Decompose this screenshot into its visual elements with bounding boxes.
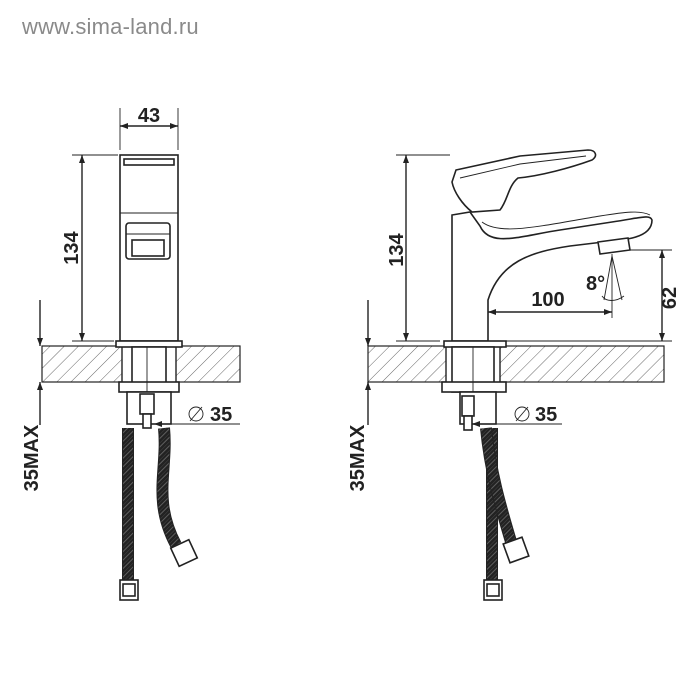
side-max-label: 35MAX bbox=[347, 424, 369, 491]
side-angle-label: 8° bbox=[586, 273, 605, 295]
side-faucet-body bbox=[451, 211, 653, 342]
side-spout-height-label: 62 bbox=[659, 287, 681, 309]
side-lever-handle bbox=[451, 149, 597, 213]
side-height-label: 134 bbox=[386, 232, 408, 266]
front-max-label: 35MAX bbox=[21, 424, 43, 491]
front-diameter-label: 35 bbox=[210, 404, 232, 426]
front-height-label: 134 bbox=[61, 230, 83, 264]
side-diameter-label: 35 bbox=[535, 404, 557, 426]
watermark-text: www.sima-land.ru bbox=[22, 14, 199, 39]
side-countertop bbox=[367, 345, 665, 383]
front-view: 43 134 35MAX 35 bbox=[21, 105, 241, 601]
side-reach-label: 100 bbox=[531, 289, 564, 311]
front-width-label: 43 bbox=[138, 105, 160, 127]
side-view: 134 100 8° 62 35MAX 35 bbox=[347, 149, 681, 601]
